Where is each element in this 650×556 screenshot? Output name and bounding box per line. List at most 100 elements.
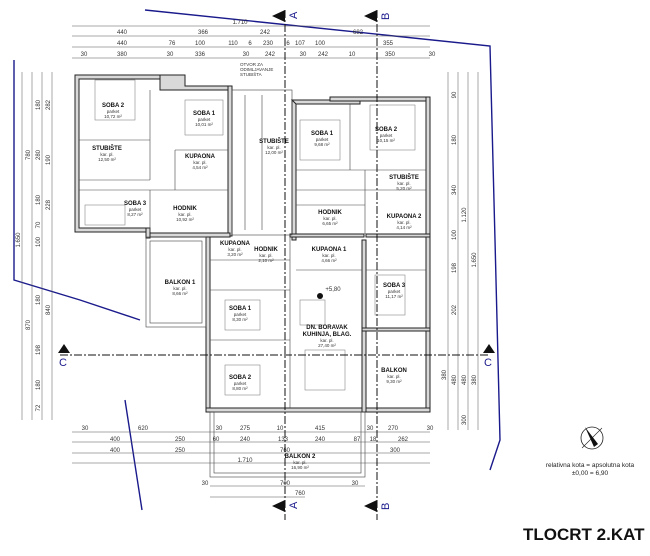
stair-opening-note: OTVOR ZA ODIMLJAVANJE STUBIŠTA xyxy=(240,62,273,77)
svg-text:HODNIK: HODNIK xyxy=(318,210,342,216)
svg-text:8,66 m²: 8,66 m² xyxy=(172,291,188,296)
axis-b-label: B xyxy=(380,13,392,20)
svg-text:kar. pl.: kar. pl. xyxy=(323,216,336,221)
walls xyxy=(74,74,431,413)
dim-label: 180 xyxy=(452,134,458,145)
dim-label: 780 xyxy=(26,149,32,160)
bottom-dimensions: 30 620 30 275 10 415 30 270 30 400 250 6… xyxy=(72,426,434,498)
dim-label: 90 xyxy=(452,91,458,98)
dim-label: 282 xyxy=(46,99,52,110)
dim-label: 30 xyxy=(352,481,359,487)
svg-text:OTVOR ZA: OTVOR ZA xyxy=(240,62,263,67)
svg-text:5,20 m²: 5,20 m² xyxy=(396,186,412,191)
dim-label: 275 xyxy=(240,426,251,432)
axis-b-label-bottom: B xyxy=(380,503,392,510)
svg-text:+5,80: +5,80 xyxy=(325,287,341,293)
dim-label: 180 xyxy=(36,99,42,110)
section-marker-icon xyxy=(272,500,285,512)
svg-text:SOBA 1: SOBA 1 xyxy=(311,131,334,137)
dim-label: 1.650 xyxy=(472,252,478,268)
dim-label: 340 xyxy=(452,184,458,195)
svg-text:KUPAONA 1: KUPAONA 1 xyxy=(312,247,347,253)
dim-label: 30 xyxy=(81,52,88,58)
svg-text:10,01 m²: 10,01 m² xyxy=(195,122,213,127)
svg-text:SOBA 3: SOBA 3 xyxy=(383,283,406,289)
section-marker-icon xyxy=(272,10,285,22)
svg-text:kar. pl.: kar. pl. xyxy=(173,286,186,291)
svg-text:KUHINJA, BLAG.: KUHINJA, BLAG. xyxy=(303,332,352,338)
svg-text:KUPAONA: KUPAONA xyxy=(220,241,251,247)
dim-label: 1.710 xyxy=(232,20,248,26)
svg-text:BALKON 1: BALKON 1 xyxy=(165,280,196,286)
dim-label: 400 xyxy=(110,437,121,443)
north-arrow-icon xyxy=(580,426,604,450)
svg-text:BALKON: BALKON xyxy=(381,368,407,374)
svg-text:12,00 m²: 12,00 m² xyxy=(265,150,283,155)
svg-text:parket: parket xyxy=(234,381,247,386)
axis-a-label: A xyxy=(288,11,300,19)
dim-label: 72 xyxy=(36,404,42,411)
svg-text:STUBIŠTE: STUBIŠTE xyxy=(259,137,289,145)
dim-label: 415 xyxy=(315,426,326,432)
dim-label: 380 xyxy=(472,374,478,385)
svg-text:kar. pl.: kar. pl. xyxy=(387,374,400,379)
svg-text:kar. pl.: kar. pl. xyxy=(178,212,191,217)
dim-label: 760 xyxy=(295,491,306,497)
svg-text:SOBA 2: SOBA 2 xyxy=(375,127,398,133)
dim-label: 366 xyxy=(198,30,209,36)
dim-label: 242 xyxy=(265,52,276,58)
svg-text:4,66 m²: 4,66 m² xyxy=(321,258,337,263)
dim-label: 30 xyxy=(216,426,223,432)
dim-label: 620 xyxy=(138,426,149,432)
dim-label: 300 xyxy=(462,414,468,425)
svg-text:parket: parket xyxy=(380,133,393,138)
dim-label: 30 xyxy=(429,52,436,58)
svg-text:10,92 m²: 10,92 m² xyxy=(176,217,194,222)
dim-label: 480 xyxy=(462,374,468,385)
svg-text:KUPAONA 2: KUPAONA 2 xyxy=(387,214,422,220)
dim-label: 6 xyxy=(286,41,290,47)
dim-label: 100 xyxy=(195,41,206,47)
dim-label: 18 xyxy=(370,437,377,443)
dim-label: 30 xyxy=(300,52,307,58)
dim-label: 202 xyxy=(452,304,458,315)
dim-label: 242 xyxy=(318,52,329,58)
svg-text:11,17 m²: 11,17 m² xyxy=(385,294,403,299)
dim-label: 250 xyxy=(175,448,186,454)
svg-text:parket: parket xyxy=(129,207,142,212)
svg-text:8,30 m²: 8,30 m² xyxy=(232,317,248,322)
dim-label: 10 xyxy=(277,426,284,432)
svg-text:SOBA 2: SOBA 2 xyxy=(229,375,252,381)
dim-label: 870 xyxy=(26,319,32,330)
dim-label: 440 xyxy=(117,30,128,36)
dim-label: 355 xyxy=(383,41,394,47)
svg-text:27,40 m²: 27,40 m² xyxy=(318,343,336,348)
svg-text:8,80 m²: 8,80 m² xyxy=(232,386,248,391)
svg-text:SOBA 2: SOBA 2 xyxy=(102,103,125,109)
svg-text:kar. pl.: kar. pl. xyxy=(397,220,410,225)
dim-label: 107 xyxy=(295,41,306,47)
dim-label: 100 xyxy=(315,41,326,47)
dim-label: 240 xyxy=(240,437,251,443)
svg-text:10,72 m²: 10,72 m² xyxy=(104,114,122,119)
dim-label: 198 xyxy=(36,344,42,355)
section-marker-icon xyxy=(483,344,495,353)
dim-label: 380 xyxy=(117,52,128,58)
dim-label: 336 xyxy=(195,52,206,58)
svg-text:kar. pl.: kar. pl. xyxy=(267,145,280,150)
svg-text:6,65 m²: 6,65 m² xyxy=(322,221,338,226)
svg-text:16,90 m²: 16,90 m² xyxy=(291,465,309,470)
site-boundary-bottom xyxy=(124,399,143,511)
